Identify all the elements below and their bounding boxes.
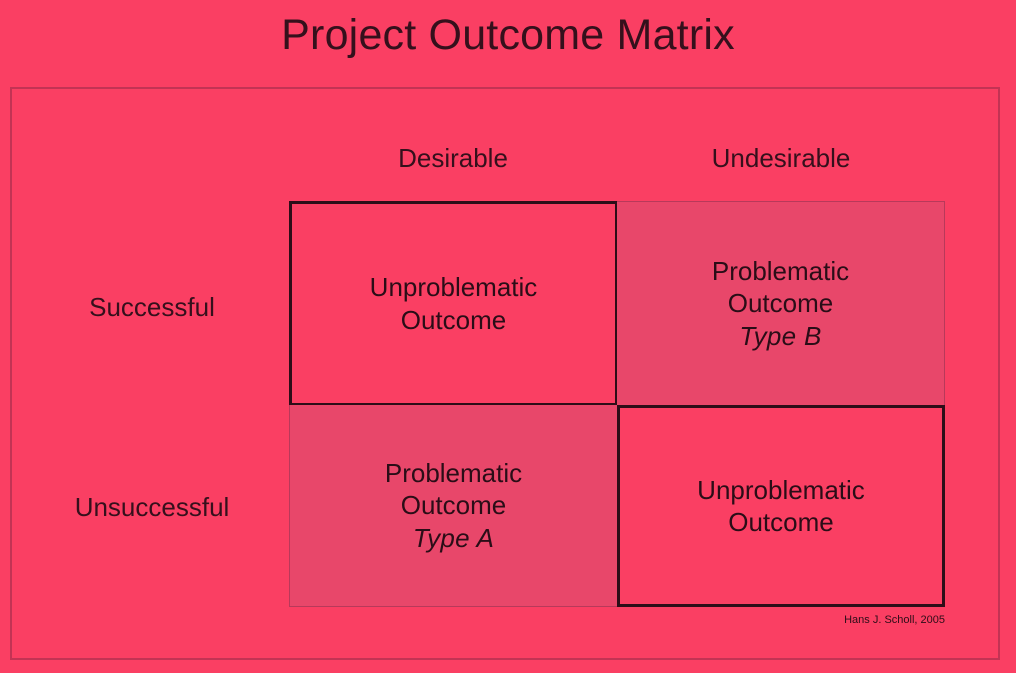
quadrant-label-line-1: Unproblematic: [697, 474, 865, 505]
quadrant-type-label: Type A: [412, 522, 495, 553]
row-header-successful: Successful: [89, 292, 215, 322]
column-header-desirable: Desirable: [398, 143, 508, 173]
quadrant-successful-desirable: Unproblematic Outcome: [289, 201, 618, 406]
quadrant-type-label: Type B: [739, 320, 822, 351]
quadrant-label-line-2: Outcome: [400, 490, 507, 521]
matrix-grid: Unproblematic Outcome Problematic Outcom…: [289, 201, 945, 607]
quadrant-label-line-2: Outcome: [728, 507, 834, 537]
quadrant-unsuccessful-desirable: Problematic Outcome Type A: [289, 405, 618, 607]
row-header-unsuccessful: Unsuccessful: [74, 492, 230, 522]
quadrant-successful-undesirable: Problematic Outcome Type B: [617, 201, 945, 406]
quadrant-label-line-1: Problematic: [384, 457, 523, 488]
quadrant-label-line-1: Problematic: [711, 255, 850, 286]
quadrant-unsuccessful-undesirable: Unproblematic Outcome: [617, 405, 945, 607]
quadrant-label-line-2: Outcome: [400, 304, 507, 335]
quadrant-label-line-1: Unproblematic: [369, 272, 538, 302]
page-title: Project Outcome Matrix: [281, 11, 735, 59]
figure-frame: [10, 87, 1000, 660]
quadrant-label-line-2: Outcome: [727, 288, 834, 319]
attribution-text: Hans J. Scholl, 2005: [844, 614, 945, 626]
column-header-undesirable: Undesirable: [711, 143, 851, 173]
